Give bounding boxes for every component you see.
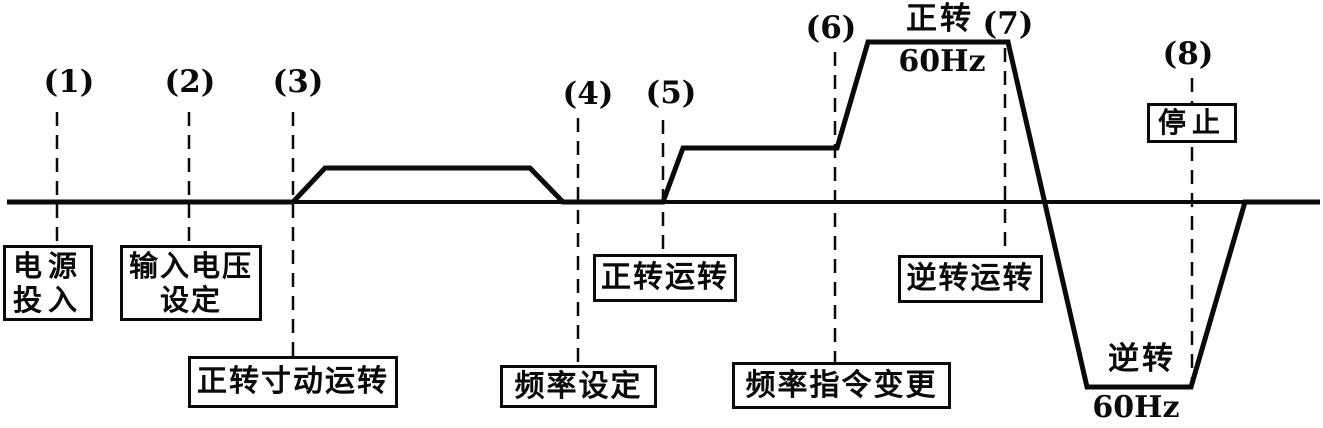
marker-label-7: (7): [982, 6, 1034, 42]
step-box-frequency-change-line1: 频率指令变更: [745, 367, 938, 403]
forward-direction-label: 正转: [906, 1, 974, 37]
step-box-frequency-set-line1: 频率设定: [514, 368, 643, 404]
step-box-forward-jog: 正转寸动运转: [188, 356, 398, 408]
frequency-waveform: [7, 39, 1320, 390]
step-box-input-voltage-line2: 设定: [159, 283, 222, 317]
step-box-power-on-line1: 电源: [12, 248, 83, 283]
step-box-stop: 停止: [1147, 103, 1237, 143]
step-box-input-voltage-line1: 输入电压: [128, 248, 253, 283]
step-box-reverse-run-line1: 逆转运转: [906, 261, 1035, 297]
marker-label-6: (6): [805, 10, 857, 46]
step-box-stop-line1: 停止: [1157, 106, 1226, 140]
marker-label-8: (8): [1162, 36, 1214, 72]
reverse-direction-label: 逆转: [1108, 341, 1176, 377]
step-box-forward-jog-line1: 正转寸动运转: [197, 364, 389, 400]
forward-frequency-label: 60Hz: [898, 44, 986, 79]
step-box-power-on: 电源 投入: [3, 245, 93, 321]
marker-label-1: (1): [43, 64, 95, 100]
step-box-forward-run: 正转运转: [593, 254, 737, 302]
marker-label-4: (4): [562, 76, 614, 112]
marker-label-2: (2): [164, 64, 216, 100]
step-box-forward-run-line1: 正转运转: [601, 260, 729, 296]
marker-label-5: (5): [645, 75, 697, 111]
reverse-frequency-label: 60Hz: [1092, 390, 1180, 425]
step-box-reverse-run: 逆转运转: [898, 255, 1043, 303]
marker-label-3: (3): [272, 64, 324, 100]
step-box-input-voltage: 输入电压 设定: [120, 245, 262, 321]
step-box-frequency-set: 频率设定: [500, 365, 657, 408]
step-box-power-on-line2: 投入: [12, 283, 83, 317]
step-box-frequency-change: 频率指令变更: [732, 362, 951, 409]
